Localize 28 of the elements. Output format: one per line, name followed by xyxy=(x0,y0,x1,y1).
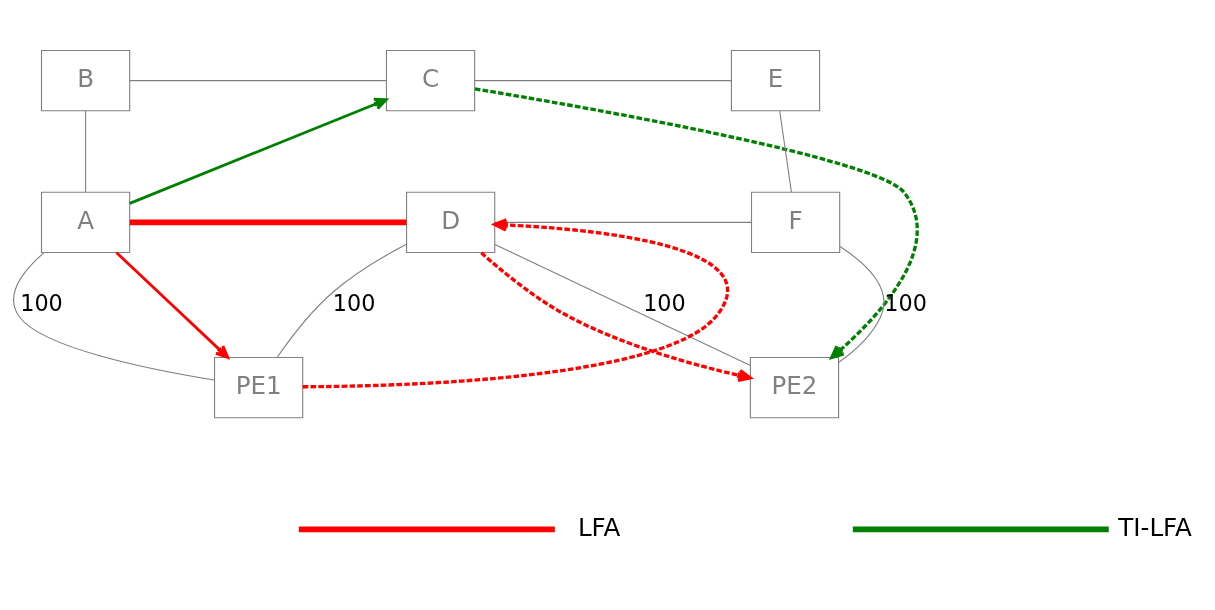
node-box: A xyxy=(40,191,131,254)
arrow xyxy=(129,97,388,205)
connector xyxy=(474,80,732,82)
arrow xyxy=(474,87,919,360)
connector xyxy=(129,80,387,82)
arrow xyxy=(480,251,752,382)
edge-label: 100 xyxy=(884,289,927,316)
connector xyxy=(276,243,407,358)
connector xyxy=(85,110,87,193)
node-box: D xyxy=(406,191,496,254)
legend-label: TI-LFA xyxy=(1118,512,1192,542)
legend-label: LFA xyxy=(577,512,621,542)
node-box: PE2 xyxy=(749,356,840,419)
connector xyxy=(779,110,792,193)
connector xyxy=(838,246,885,363)
node-box: PE1 xyxy=(213,356,304,419)
edge-label: 100 xyxy=(643,289,686,316)
node-box: E xyxy=(730,49,821,112)
connector xyxy=(129,219,407,226)
connector xyxy=(494,243,751,366)
edge-label: 100 xyxy=(20,289,63,316)
edge-label: 100 xyxy=(332,289,376,316)
arrow xyxy=(115,251,230,359)
node-box: C xyxy=(385,49,476,112)
connector xyxy=(13,252,215,381)
node-box: B xyxy=(40,49,131,112)
node-box: F xyxy=(750,191,841,254)
arrow xyxy=(302,218,729,389)
